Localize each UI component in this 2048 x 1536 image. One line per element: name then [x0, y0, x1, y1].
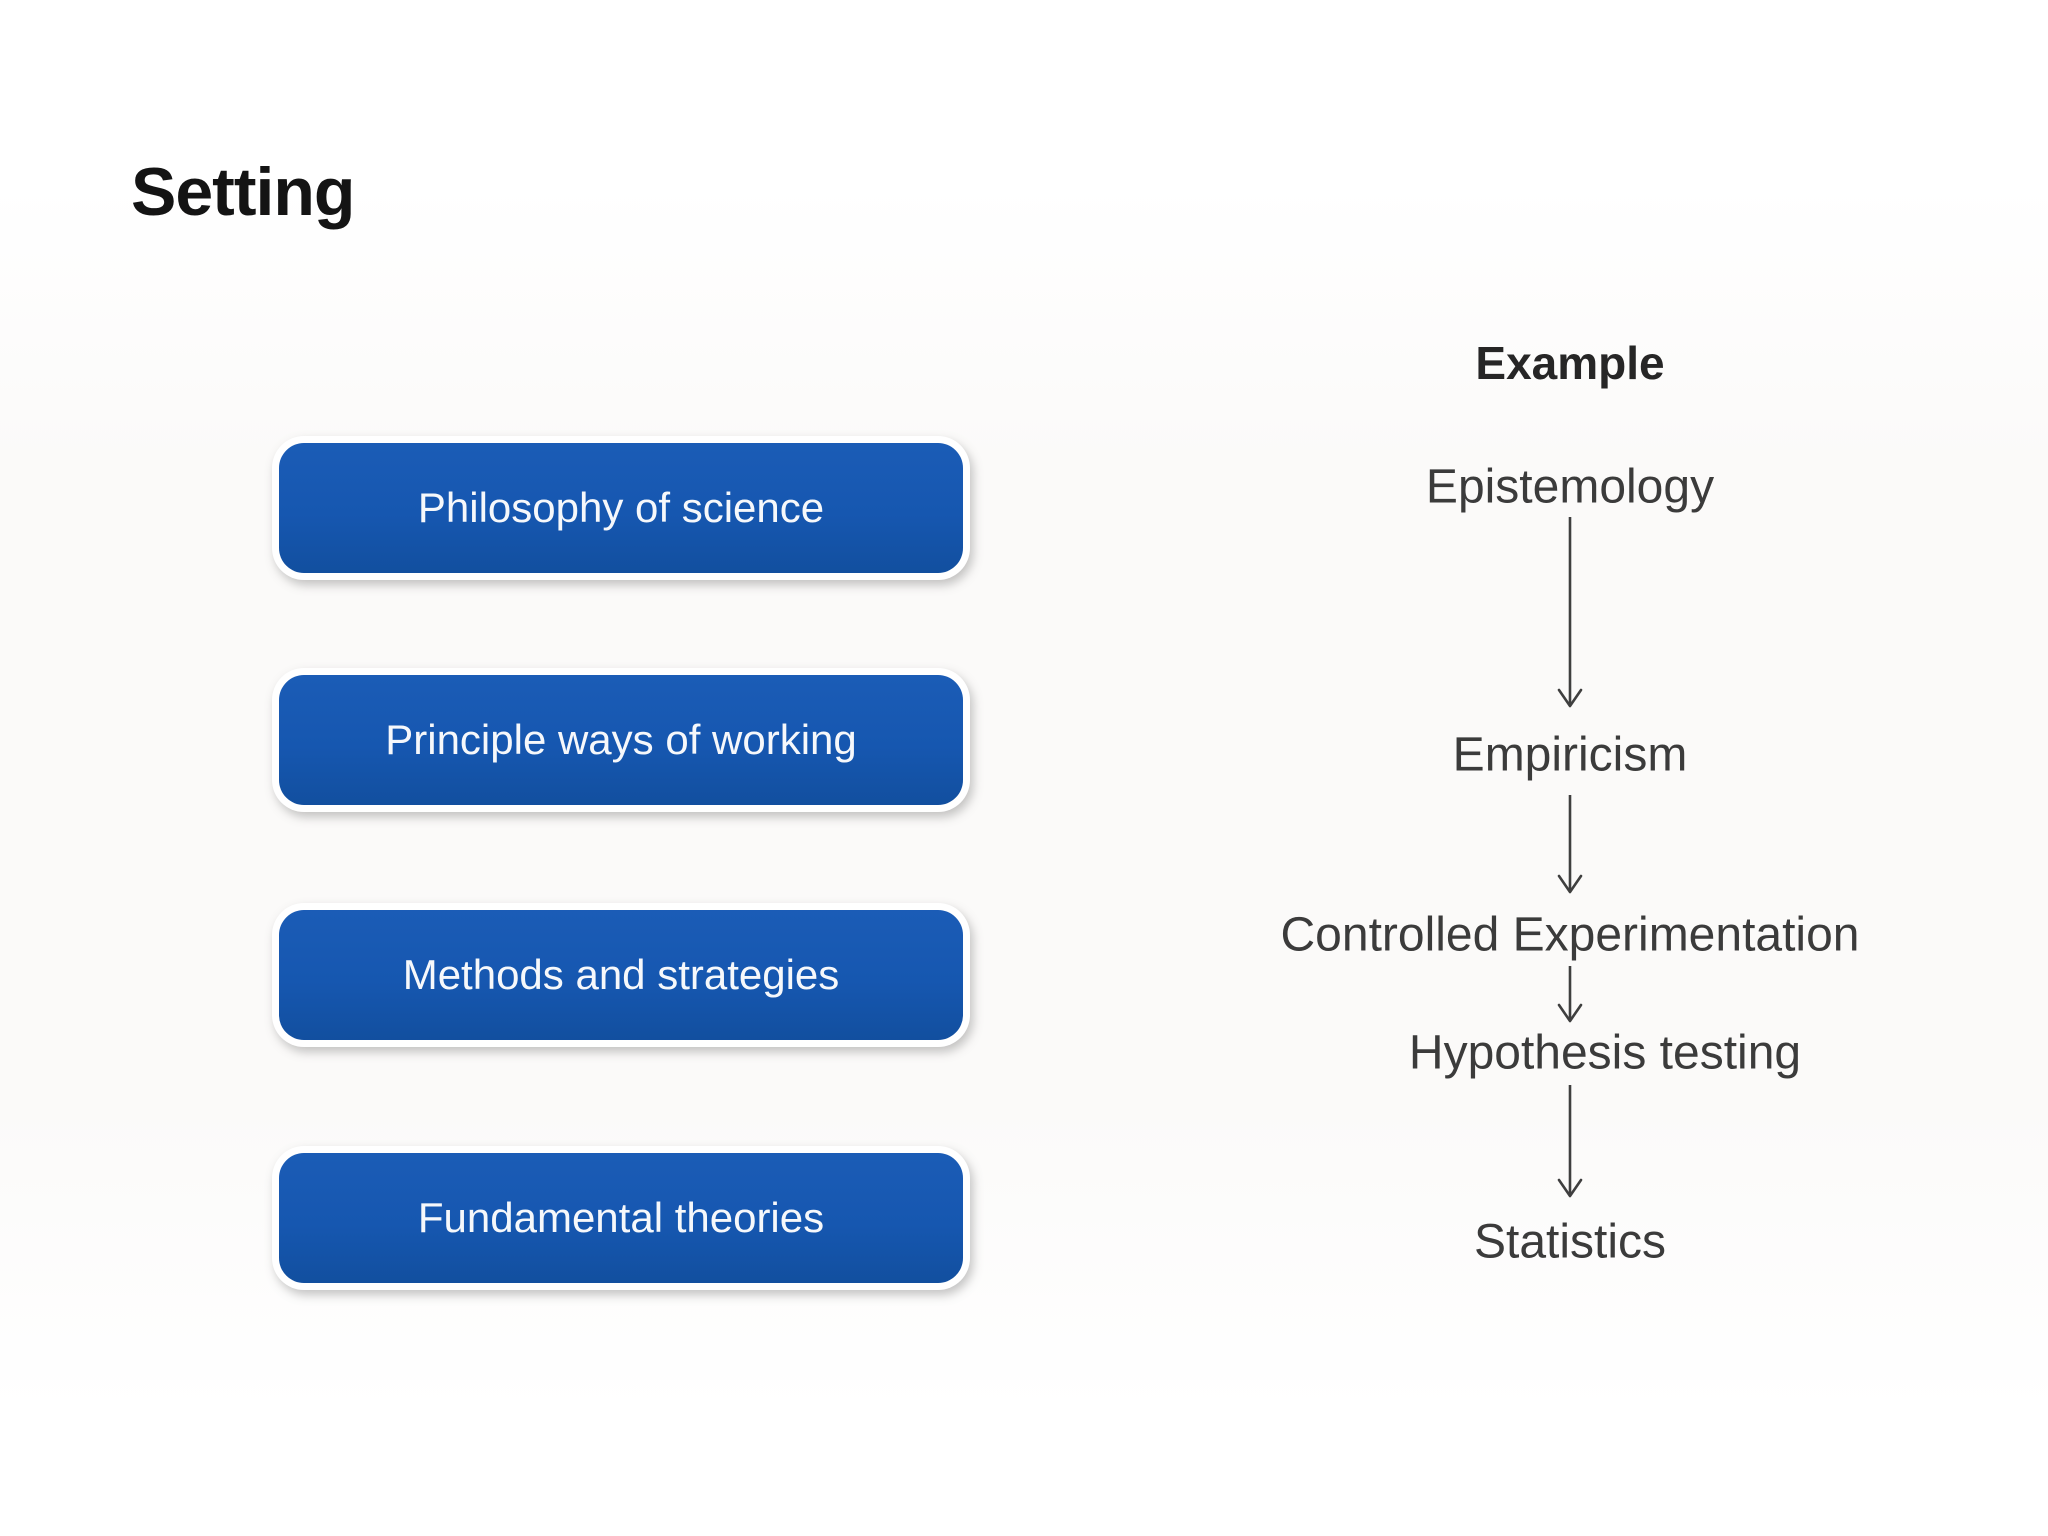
down-arrow-icon [1550, 1083, 1590, 1206]
topic-box-fill: Fundamental theories [279, 1153, 963, 1283]
topic-box-label: Fundamental theories [417, 1194, 825, 1241]
flow-node-statistics: Statistics [1473, 1215, 1667, 1269]
flow-node-empiricism: Empiricism [1452, 728, 1688, 782]
flow-node-controlled-experimentation: Controlled Experimentation [1280, 908, 1860, 962]
topic-box-methods-and-strategies: Methods and strategies [272, 903, 970, 1047]
down-arrow-icon [1550, 793, 1590, 902]
topic-box-fill: Philosophy of science [279, 443, 963, 573]
example-heading: Example [1475, 337, 1665, 389]
topic-box-fill: Methods and strategies [279, 910, 963, 1040]
topic-box-label: Methods and strategies [402, 951, 840, 998]
topic-box-label: Philosophy of science [417, 484, 825, 531]
topic-box-fill: Principle ways of working [279, 675, 963, 805]
flow-node-hypothesis-testing: Hypothesis testing [1408, 1026, 1802, 1080]
topic-box-principle-ways-of-working: Principle ways of working [272, 668, 970, 812]
flow-node-epistemology: Epistemology [1425, 460, 1715, 514]
slide-title: Setting [131, 154, 355, 230]
down-arrow-icon [1550, 515, 1590, 716]
topic-box-philosophy-of-science: Philosophy of science [272, 436, 970, 580]
topic-box-fundamental-theories: Fundamental theories [272, 1146, 970, 1290]
down-arrow-icon [1550, 964, 1590, 1031]
topic-box-label: Principle ways of working [385, 716, 857, 763]
